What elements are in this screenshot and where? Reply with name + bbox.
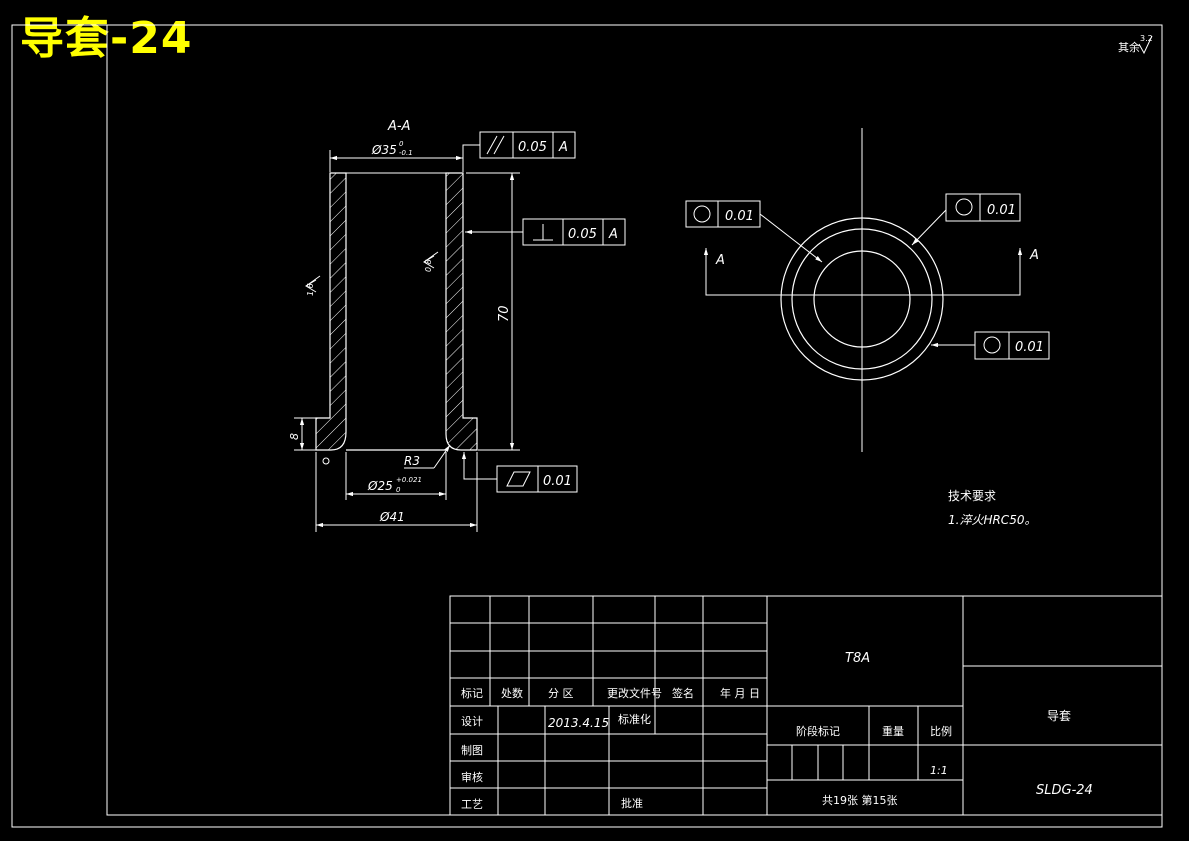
svg-text:0.05: 0.05: [568, 227, 597, 242]
sheet-frame: [11, 24, 1163, 828]
circularity-icon: [693, 205, 711, 223]
circularity-frame-right: 0.01: [911, 193, 1021, 246]
svg-text:0: 0: [399, 140, 404, 148]
drawing-number: SLDG-24: [1036, 783, 1093, 798]
svg-text:0: 0: [396, 486, 401, 494]
dim-step: 8: [288, 433, 301, 440]
material: T8A: [845, 651, 870, 666]
svg-text:+0.021: +0.021: [396, 476, 422, 484]
svg-text:工艺: 工艺: [461, 798, 483, 811]
perpendicularity-frame: 0.05 A: [465, 218, 626, 246]
right-wall-hatch: [445, 172, 478, 451]
svg-text:技术要求: 技术要求: [948, 489, 996, 503]
sheet-count: 共19张 第15张: [822, 793, 898, 807]
svg-text:设计: 设计: [461, 715, 483, 728]
scale: 1:1: [930, 764, 948, 777]
design-date: 2013.4.15: [548, 716, 609, 730]
dim-height: 70: [497, 305, 512, 322]
title-block: [449, 595, 1163, 816]
view-arrow-left: A: [715, 253, 725, 268]
top-view: A A 0.01 0.01 0.01: [685, 128, 1050, 452]
svg-text:1.6: 1.6: [306, 283, 315, 296]
circularity-frame-left: 0.01: [685, 200, 823, 263]
svg-text:3.2: 3.2: [1140, 34, 1153, 43]
svg-text:0.8: 0.8: [424, 259, 433, 272]
svg-text:标准化: 标准化: [618, 712, 651, 726]
flatness-frame: 0.01: [461, 452, 578, 493]
svg-text:A: A: [558, 140, 568, 155]
svg-text:审核: 审核: [461, 770, 483, 784]
circularity-frame-lower: 0.01: [931, 331, 1050, 360]
roughness-outer: 1.6: [305, 275, 321, 296]
svg-text:A: A: [608, 227, 618, 242]
general-roughness-note: 其余 3.2: [1118, 34, 1153, 55]
svg-text:1.淬火HRC50。: 1.淬火HRC50。: [948, 513, 1036, 527]
view-arrow-right: A: [1029, 248, 1039, 263]
section-label: A-A: [387, 119, 410, 134]
svg-text:其余: 其余: [1118, 40, 1140, 54]
svg-text:签名: 签名: [672, 686, 694, 700]
svg-text:0.01: 0.01: [725, 209, 754, 224]
part-name: 导套: [1047, 709, 1071, 723]
roughness-inner: 0.8: [423, 251, 439, 272]
dim-bore: Ø25: [367, 479, 393, 493]
title-block-text: 标记 处数 分 区 更改文件号 签名 年 月 日 设计 2013.4.15 标准…: [461, 651, 1093, 811]
svg-text:年 月 日: 年 月 日: [720, 686, 760, 700]
section-view: A-A Ø35 0 -0.1 0.05 A 70: [288, 119, 626, 532]
flatness-icon: [506, 471, 531, 487]
svg-text:批准: 批准: [621, 796, 643, 810]
circularity-icon: [983, 336, 1001, 354]
dim-outer: Ø41: [379, 510, 405, 524]
svg-text:0.01: 0.01: [1015, 340, 1044, 355]
parallelism-frame: 0.05 A: [462, 131, 576, 159]
svg-text:更改文件号: 更改文件号: [607, 686, 662, 700]
svg-text:0.01: 0.01: [987, 203, 1016, 218]
parallel-icon: [486, 135, 498, 155]
svg-text:标记: 标记: [461, 686, 483, 700]
svg-text:-0.1: -0.1: [399, 149, 413, 157]
svg-text:阶段标记: 阶段标记: [796, 724, 840, 738]
technical-requirements: 技术要求 1.淬火HRC50。: [948, 489, 1036, 527]
svg-text:比例: 比例: [930, 724, 952, 738]
dim-radius: R3: [404, 454, 420, 468]
left-wall-hatch: [315, 172, 347, 451]
svg-text:0.05: 0.05: [518, 140, 547, 155]
svg-text:0.01: 0.01: [543, 474, 572, 489]
svg-text:重量: 重量: [882, 724, 904, 738]
circularity-icon: [955, 198, 973, 216]
svg-text:处数: 处数: [501, 687, 523, 700]
svg-text:分 区: 分 区: [548, 687, 574, 700]
dim-top-dia: Ø35: [371, 143, 397, 157]
drawing-title: 导套-24: [20, 13, 193, 64]
svg-text:制图: 制图: [461, 744, 483, 757]
